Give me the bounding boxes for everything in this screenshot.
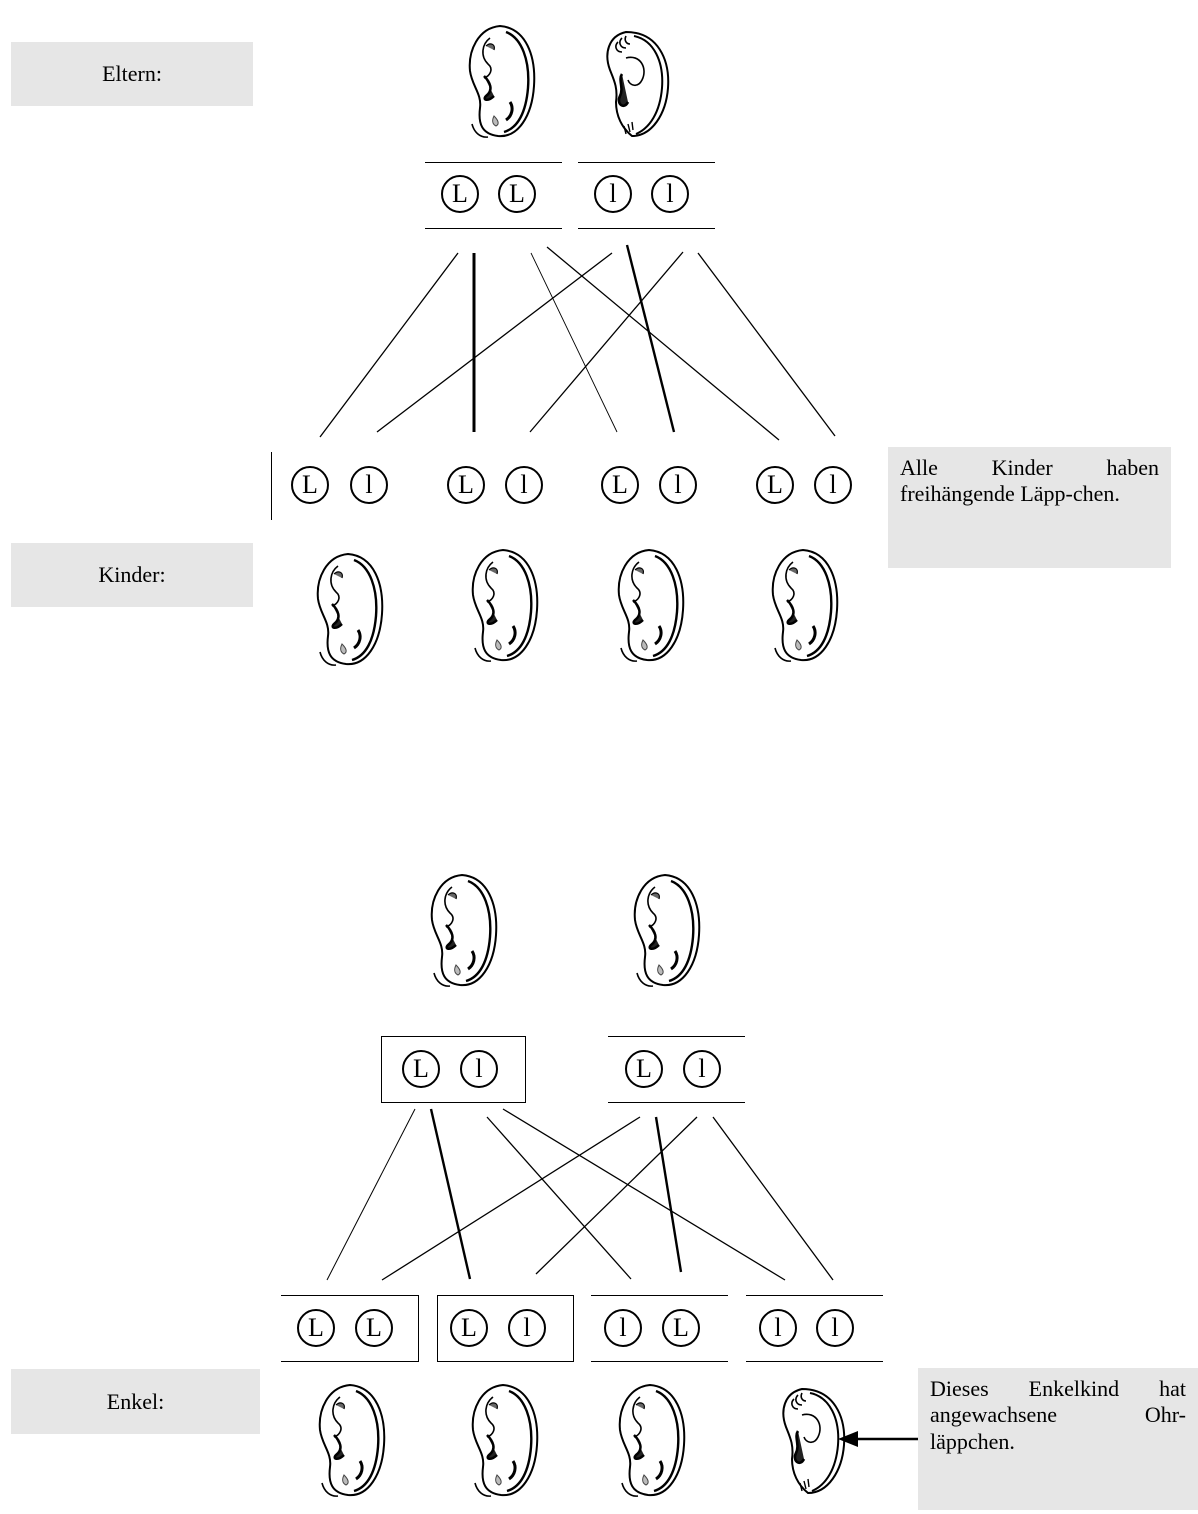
note-grandchild-text: Dieses Enkelkind hat angewachsene Ohr-lä… [930, 1376, 1186, 1454]
genotype-box [437, 1295, 574, 1362]
label-children: Kinder: [11, 543, 253, 607]
allele-circle: l [505, 466, 543, 504]
label-grandchildren: Enkel: [11, 1369, 260, 1434]
connector-line [502, 1108, 786, 1281]
divider-line [608, 1036, 745, 1037]
allele-circle: L [447, 466, 485, 504]
divider-line [746, 1295, 883, 1296]
connector-line [697, 252, 836, 437]
genotype-box [381, 1036, 526, 1103]
connector-line [326, 1108, 416, 1281]
allele-circle: L [450, 1309, 488, 1347]
connector-line [530, 252, 618, 433]
allele-circle: L [402, 1050, 440, 1088]
connector-line [429, 1108, 472, 1280]
divider-line [591, 1361, 728, 1362]
allele-circle: l [460, 1050, 498, 1088]
divider-line [591, 1295, 728, 1296]
allele-circle: L [297, 1309, 335, 1347]
allele-circle: L [625, 1050, 663, 1088]
label-parents: Eltern: [11, 42, 253, 106]
allele-circle: l [651, 175, 689, 213]
allele-circle: l [816, 1309, 854, 1347]
allele-circle: l [814, 466, 852, 504]
allele-circle: L [291, 466, 329, 504]
allele-circle: L [355, 1309, 393, 1347]
divider-line [425, 162, 562, 163]
note-children: Alle Kinder haben freihängende Läpp-chen… [888, 447, 1171, 568]
arrow-head-icon [838, 1431, 858, 1447]
allele-circle: L [662, 1309, 700, 1347]
connector-line [535, 1116, 698, 1275]
connector-line [486, 1116, 632, 1280]
allele-circle: l [759, 1309, 797, 1347]
allele-circle: L [601, 466, 639, 504]
connector-line [376, 252, 613, 433]
divider-line [281, 1295, 419, 1296]
allele-circle: l [508, 1309, 546, 1347]
allele-circle: L [756, 466, 794, 504]
allele-circle: l [350, 466, 388, 504]
allele-circle: l [659, 466, 697, 504]
allele-circle: L [441, 175, 479, 213]
divider-line [746, 1361, 883, 1362]
divider-line [608, 1102, 745, 1103]
allele-circle: l [683, 1050, 721, 1088]
divider-line [578, 162, 715, 163]
note-children-text: Alle Kinder haben freihängende Läpp-chen… [900, 455, 1159, 507]
connector-line [654, 1116, 683, 1273]
divider-line [578, 228, 715, 229]
connector-line [319, 252, 459, 438]
allele-circle: l [594, 175, 632, 213]
connector-line [546, 246, 780, 441]
divider-line [281, 1361, 419, 1362]
connector-line [625, 244, 676, 433]
connector-line [381, 1116, 641, 1281]
allele-circle: L [498, 175, 536, 213]
connector-line [529, 251, 684, 433]
divider-line [271, 452, 272, 520]
note-grandchild: Dieses Enkelkind hat angewachsene Ohr-lä… [918, 1368, 1198, 1510]
divider-line [425, 228, 562, 229]
divider-line [418, 1295, 419, 1361]
allele-circle: l [604, 1309, 642, 1347]
connector-line [712, 1116, 834, 1281]
